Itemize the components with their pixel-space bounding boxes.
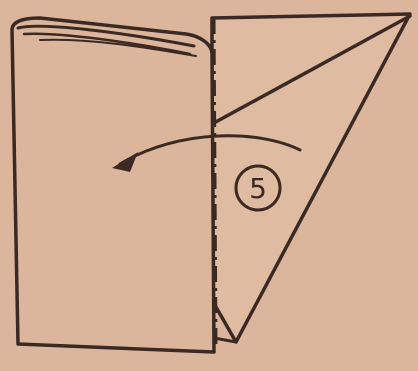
step-number: 5 [249, 172, 267, 205]
left-folded-panel [12, 18, 214, 352]
